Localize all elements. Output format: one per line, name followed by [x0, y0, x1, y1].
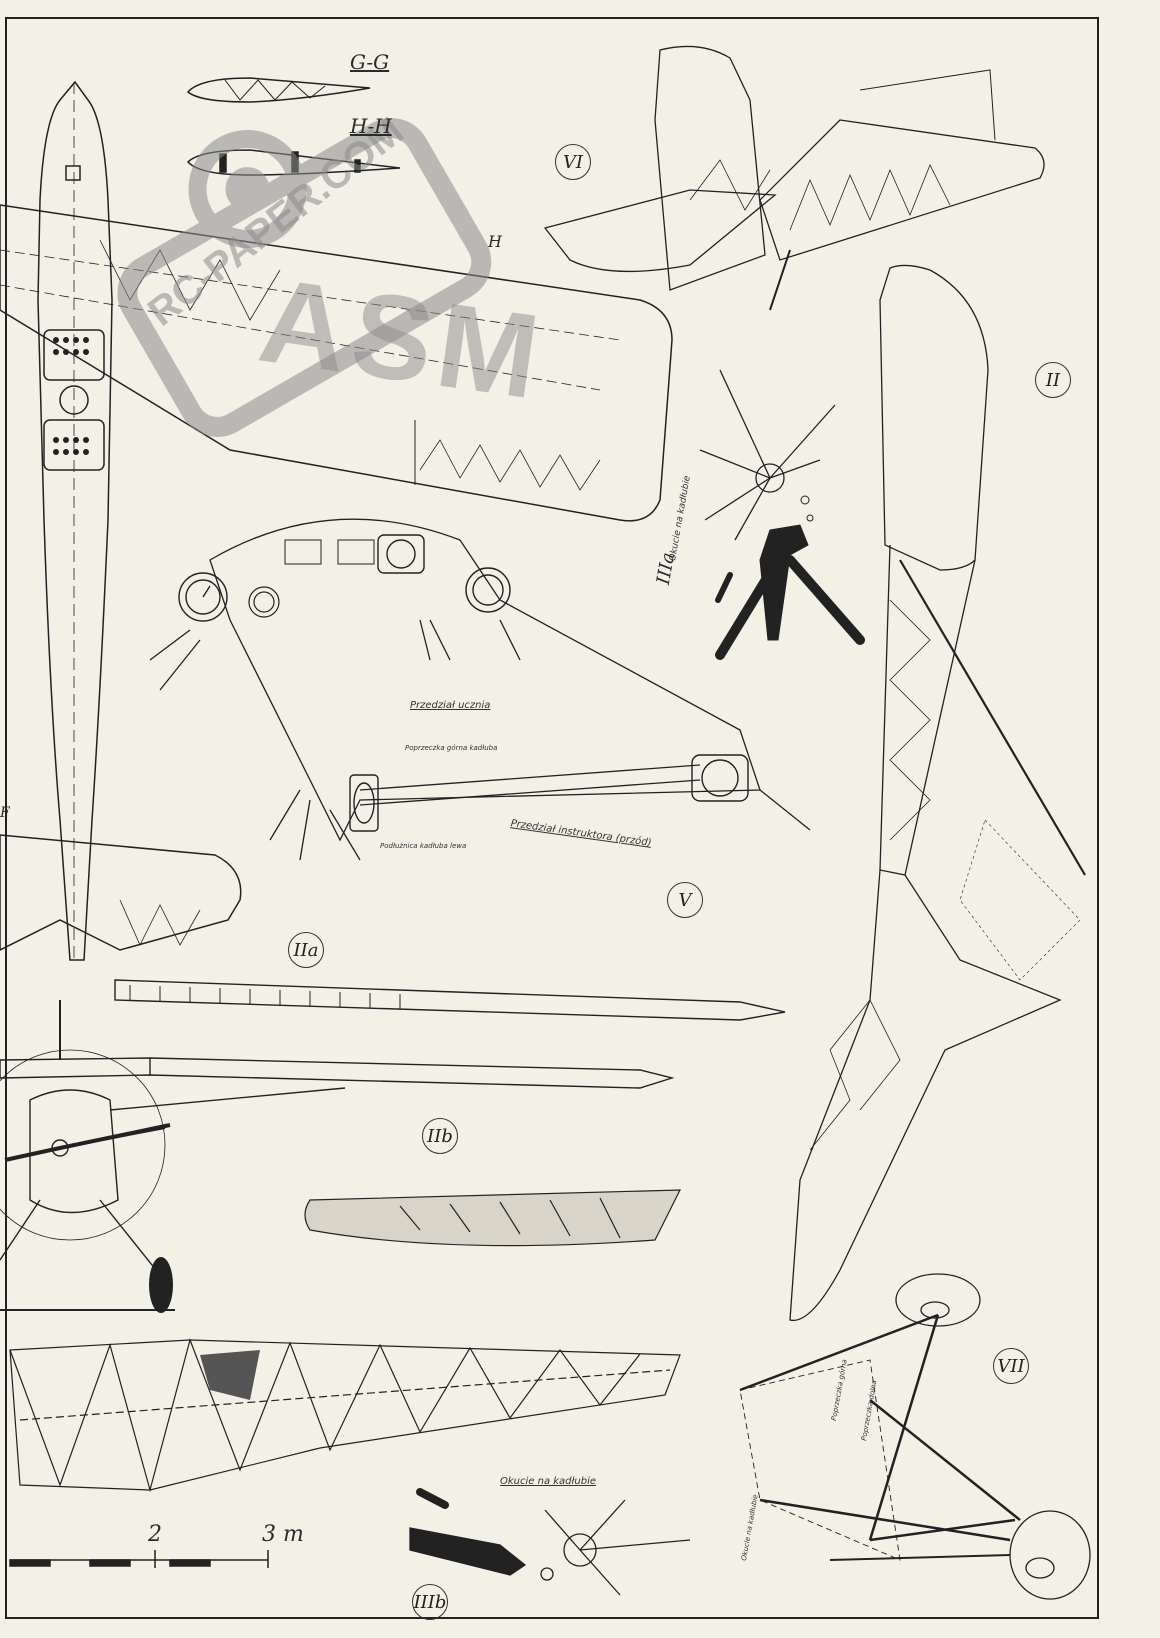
- section-label-hh: H-H: [350, 114, 392, 138]
- note-podluznica-lewa: Podłużnica kadłuba lewa: [380, 842, 467, 850]
- gauge-6: [349, 774, 379, 832]
- wing-strut-iia: [114, 979, 786, 1021]
- wing-perspective: [789, 264, 1086, 1322]
- placards: [284, 539, 375, 565]
- view-label-v: V: [667, 882, 703, 918]
- landing-wheel-front: [149, 1257, 173, 1313]
- fitting-iiib: [409, 1488, 691, 1596]
- view-label-iia: IIa: [288, 932, 324, 968]
- view-label-ii: II: [1035, 362, 1071, 398]
- section-mark-h: H: [488, 232, 502, 251]
- page-frame: [5, 17, 1099, 1619]
- note-przedzial-ucznia: Przedział ucznia: [410, 700, 491, 711]
- top-view-fuselage: [37, 80, 113, 961]
- landing-gear-vii: [739, 1273, 1091, 1600]
- section-label-gg: G-G: [350, 50, 390, 74]
- aileron-detail: [304, 1189, 681, 1247]
- fuselage-truss: [9, 1338, 681, 1493]
- fitting-iiia-star: [699, 369, 836, 541]
- view-label-vi: VI: [555, 144, 591, 180]
- view-label-vii: VII: [993, 1348, 1029, 1384]
- front-view-aircraft: [0, 1000, 346, 1311]
- view-label-iiib: IIIb: [412, 1584, 448, 1620]
- view-label-iib: IIb: [422, 1118, 458, 1154]
- top-view-tailplane: [0, 834, 242, 951]
- note-okucie-kadlubie-b: Okucie na kadłubie: [500, 1476, 597, 1487]
- gauge-4: [465, 567, 511, 613]
- instrument-frame-v: [149, 518, 811, 861]
- fitting-iiia-parts: [715, 495, 865, 660]
- scale-label-2: 2: [148, 1522, 162, 1547]
- tail-unit-perspective: [543, 45, 1045, 311]
- note-poprzeczka-gorna: Poprzeczka górna kadłuba: [405, 744, 498, 752]
- scale-label-3m: 3 m: [262, 1522, 304, 1547]
- gauge-2: [248, 586, 280, 618]
- wing-strut-iib: [0, 1057, 675, 1089]
- airfoil-section-gg: [186, 77, 371, 103]
- section-mark-f: F: [0, 805, 10, 821]
- gauge-1: [178, 572, 228, 622]
- gauge-5: [691, 754, 749, 802]
- scale-bar: [9, 1550, 269, 1568]
- gauge-3: [377, 534, 425, 574]
- watermark-logo: [117, 118, 492, 437]
- cockpit-instruments-dots: [53, 337, 89, 455]
- fuselage-shading: [200, 1350, 260, 1400]
